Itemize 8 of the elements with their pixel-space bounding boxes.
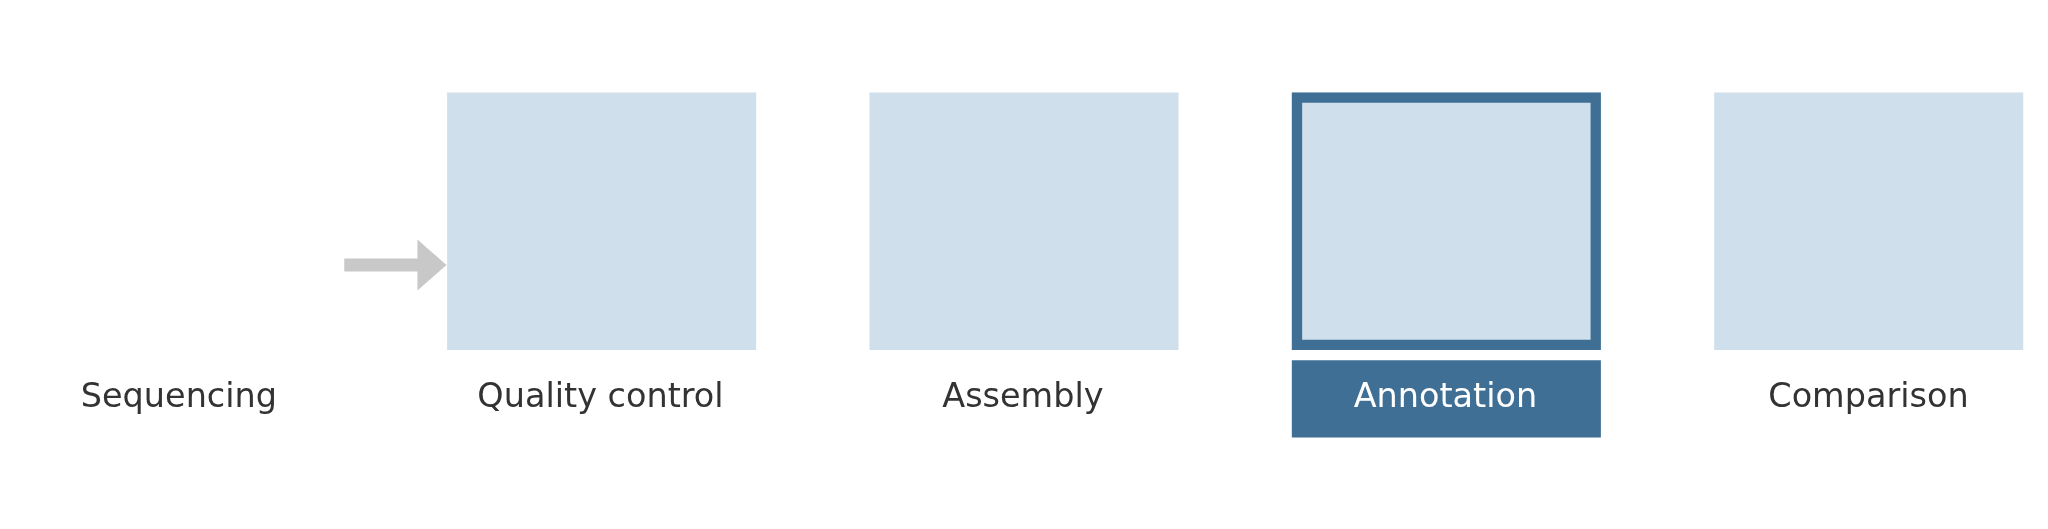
node-label: Comparison [1768, 375, 1969, 415]
node-box [447, 91, 757, 350]
node-box [869, 91, 1179, 350]
node-label: Quality control [477, 375, 724, 415]
arrow [344, 239, 447, 290]
node-box [1714, 91, 2024, 350]
node-text: Sequencing [80, 375, 278, 415]
node-label: Assembly [942, 375, 1104, 415]
